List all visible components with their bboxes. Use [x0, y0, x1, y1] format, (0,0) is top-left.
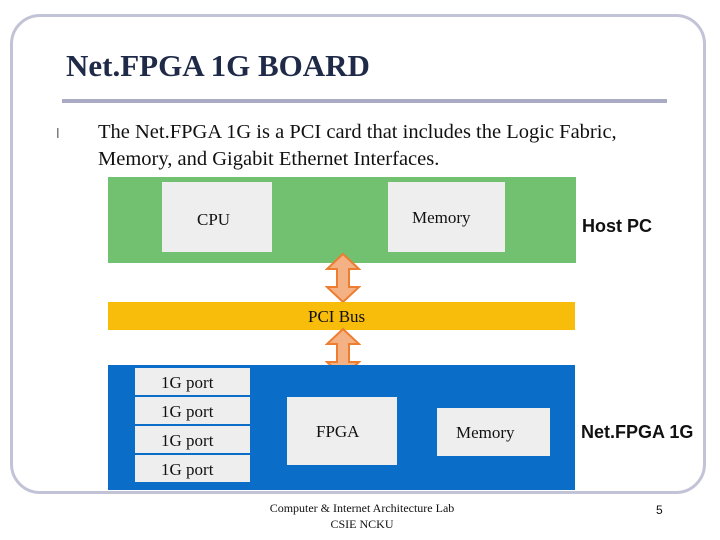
- pci-bus-label: PCI Bus: [308, 307, 366, 326]
- port-2: 1G port: [135, 397, 250, 424]
- title-underline: [62, 99, 667, 103]
- host-memory-box: Memory: [388, 182, 505, 252]
- bullet-marker: l: [56, 127, 60, 142]
- slide-title: Net.FPGA 1G BOARD: [66, 48, 370, 83]
- host-pc-label: Host PC: [582, 216, 653, 236]
- cpu-box: CPU: [162, 182, 272, 252]
- port-4: 1G port: [135, 455, 250, 482]
- netfpga-label: Net.FPGA 1G: [581, 422, 694, 442]
- footer-line-1: Computer & Internet Architecture Lab: [269, 501, 455, 515]
- port-3: 1G port: [135, 426, 250, 453]
- footer-line-2: CSIE NCKU: [330, 517, 394, 531]
- board-memory-box: Memory: [437, 408, 550, 456]
- page-number: 5: [656, 503, 663, 517]
- bullet-text: The Net.FPGA 1G is a PCI card that inclu…: [98, 121, 617, 170]
- pci-bus-bar: [108, 302, 575, 330]
- host-to-pci-arrow: [325, 252, 361, 304]
- port-1: 1G port: [135, 368, 250, 395]
- fpga-box: FPGA: [287, 397, 397, 465]
- slide-footer: Computer & Internet Architecture Lab CSI…: [232, 500, 492, 532]
